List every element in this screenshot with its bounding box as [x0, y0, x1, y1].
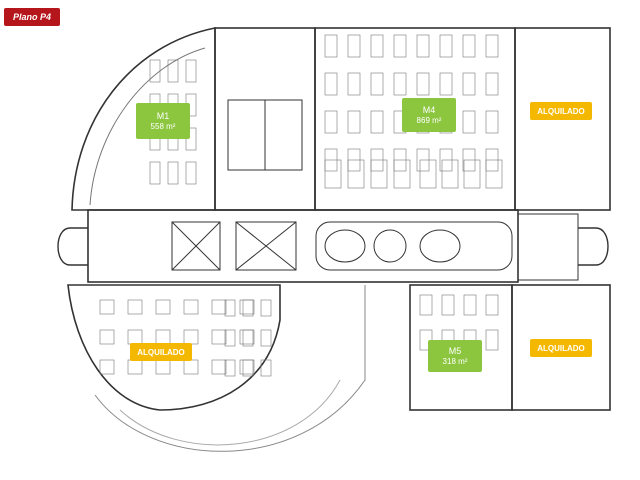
desk — [324, 72, 338, 96]
desk — [183, 299, 199, 315]
desk — [419, 159, 437, 189]
desk — [224, 299, 236, 317]
desk — [439, 72, 453, 96]
desk — [99, 299, 115, 315]
bottom-outer-arc-2 — [119, 379, 341, 446]
zone-m1-label: M1 558 m² — [136, 103, 190, 139]
desk — [439, 34, 453, 58]
desk — [416, 34, 430, 58]
desk — [485, 72, 499, 96]
right-core — [517, 213, 579, 281]
left-end-cap — [57, 227, 88, 266]
desk — [239, 329, 255, 345]
desk — [347, 110, 361, 134]
desk — [485, 159, 503, 189]
desk — [370, 159, 388, 189]
zone-rented-top-right: ALQUILADO — [530, 102, 592, 120]
desk — [462, 34, 476, 58]
desk — [347, 159, 365, 189]
desk — [324, 34, 338, 58]
desk — [185, 127, 197, 151]
desk — [211, 329, 227, 345]
desk — [242, 359, 254, 377]
desk — [260, 359, 272, 377]
top-left-wing-inner — [89, 47, 206, 206]
desk — [485, 294, 499, 316]
desk — [260, 329, 272, 347]
desk — [149, 161, 161, 185]
bottom-right-block — [511, 284, 611, 411]
desk — [463, 294, 477, 316]
desk — [441, 159, 459, 189]
zone-m5-label: M5 318 m² — [428, 340, 482, 372]
zone-m4-code: M4 — [422, 104, 436, 115]
desk — [155, 299, 171, 315]
desk — [239, 299, 255, 315]
desk — [347, 34, 361, 58]
desk — [99, 329, 115, 345]
desk — [239, 359, 255, 375]
desk — [185, 161, 197, 185]
desk — [211, 359, 227, 375]
desk — [441, 294, 455, 316]
desk — [127, 359, 143, 375]
desk — [155, 329, 171, 345]
bottom-left-wing — [67, 284, 281, 411]
zone-m5-code: M5 — [448, 345, 462, 356]
desk — [183, 359, 199, 375]
corridor-void-2 — [235, 221, 297, 271]
corridor-void-1 — [171, 221, 221, 271]
top-right-block — [514, 27, 611, 211]
desk — [211, 299, 227, 315]
plan-tag: Plano P4 — [4, 8, 60, 26]
desk — [416, 72, 430, 96]
desk — [393, 159, 411, 189]
desk — [370, 110, 384, 134]
desk — [260, 299, 272, 317]
desk — [462, 72, 476, 96]
desk — [370, 34, 384, 58]
desk — [183, 329, 199, 345]
zone-m1-area: 558 m² — [150, 121, 176, 131]
desk — [485, 110, 499, 134]
corridor — [87, 209, 519, 283]
bottom-outer-arc — [94, 285, 366, 452]
top-left-wing-outline — [71, 27, 216, 211]
desk — [462, 110, 476, 134]
desk — [370, 72, 384, 96]
desk — [167, 161, 179, 185]
corridor-stair — [315, 221, 513, 271]
desk — [167, 59, 179, 83]
desk — [324, 110, 338, 134]
desk — [224, 329, 236, 347]
desk — [127, 299, 143, 315]
desk — [419, 294, 433, 316]
desk — [242, 329, 254, 347]
zone-rented-bottom-left: ALQUILADO — [130, 343, 192, 361]
zone-m4-label: M4 869 m² — [402, 98, 456, 132]
desk — [393, 72, 407, 96]
desk — [485, 329, 499, 351]
desk — [155, 359, 171, 375]
zone-m5-area: 318 m² — [442, 356, 468, 366]
desk — [185, 59, 197, 83]
desk — [224, 359, 236, 377]
zone-rented-bottom-right: ALQUILADO — [530, 339, 592, 357]
desk — [463, 159, 481, 189]
desk — [324, 159, 342, 189]
right-end-cap — [578, 227, 609, 266]
desk — [242, 299, 254, 317]
desk — [393, 34, 407, 58]
zone-m4-area: 869 m² — [416, 115, 442, 125]
desk — [127, 329, 143, 345]
desk — [347, 72, 361, 96]
desk — [149, 59, 161, 83]
desk — [485, 34, 499, 58]
zone-m1-code: M1 — [156, 110, 170, 121]
desk — [99, 359, 115, 375]
